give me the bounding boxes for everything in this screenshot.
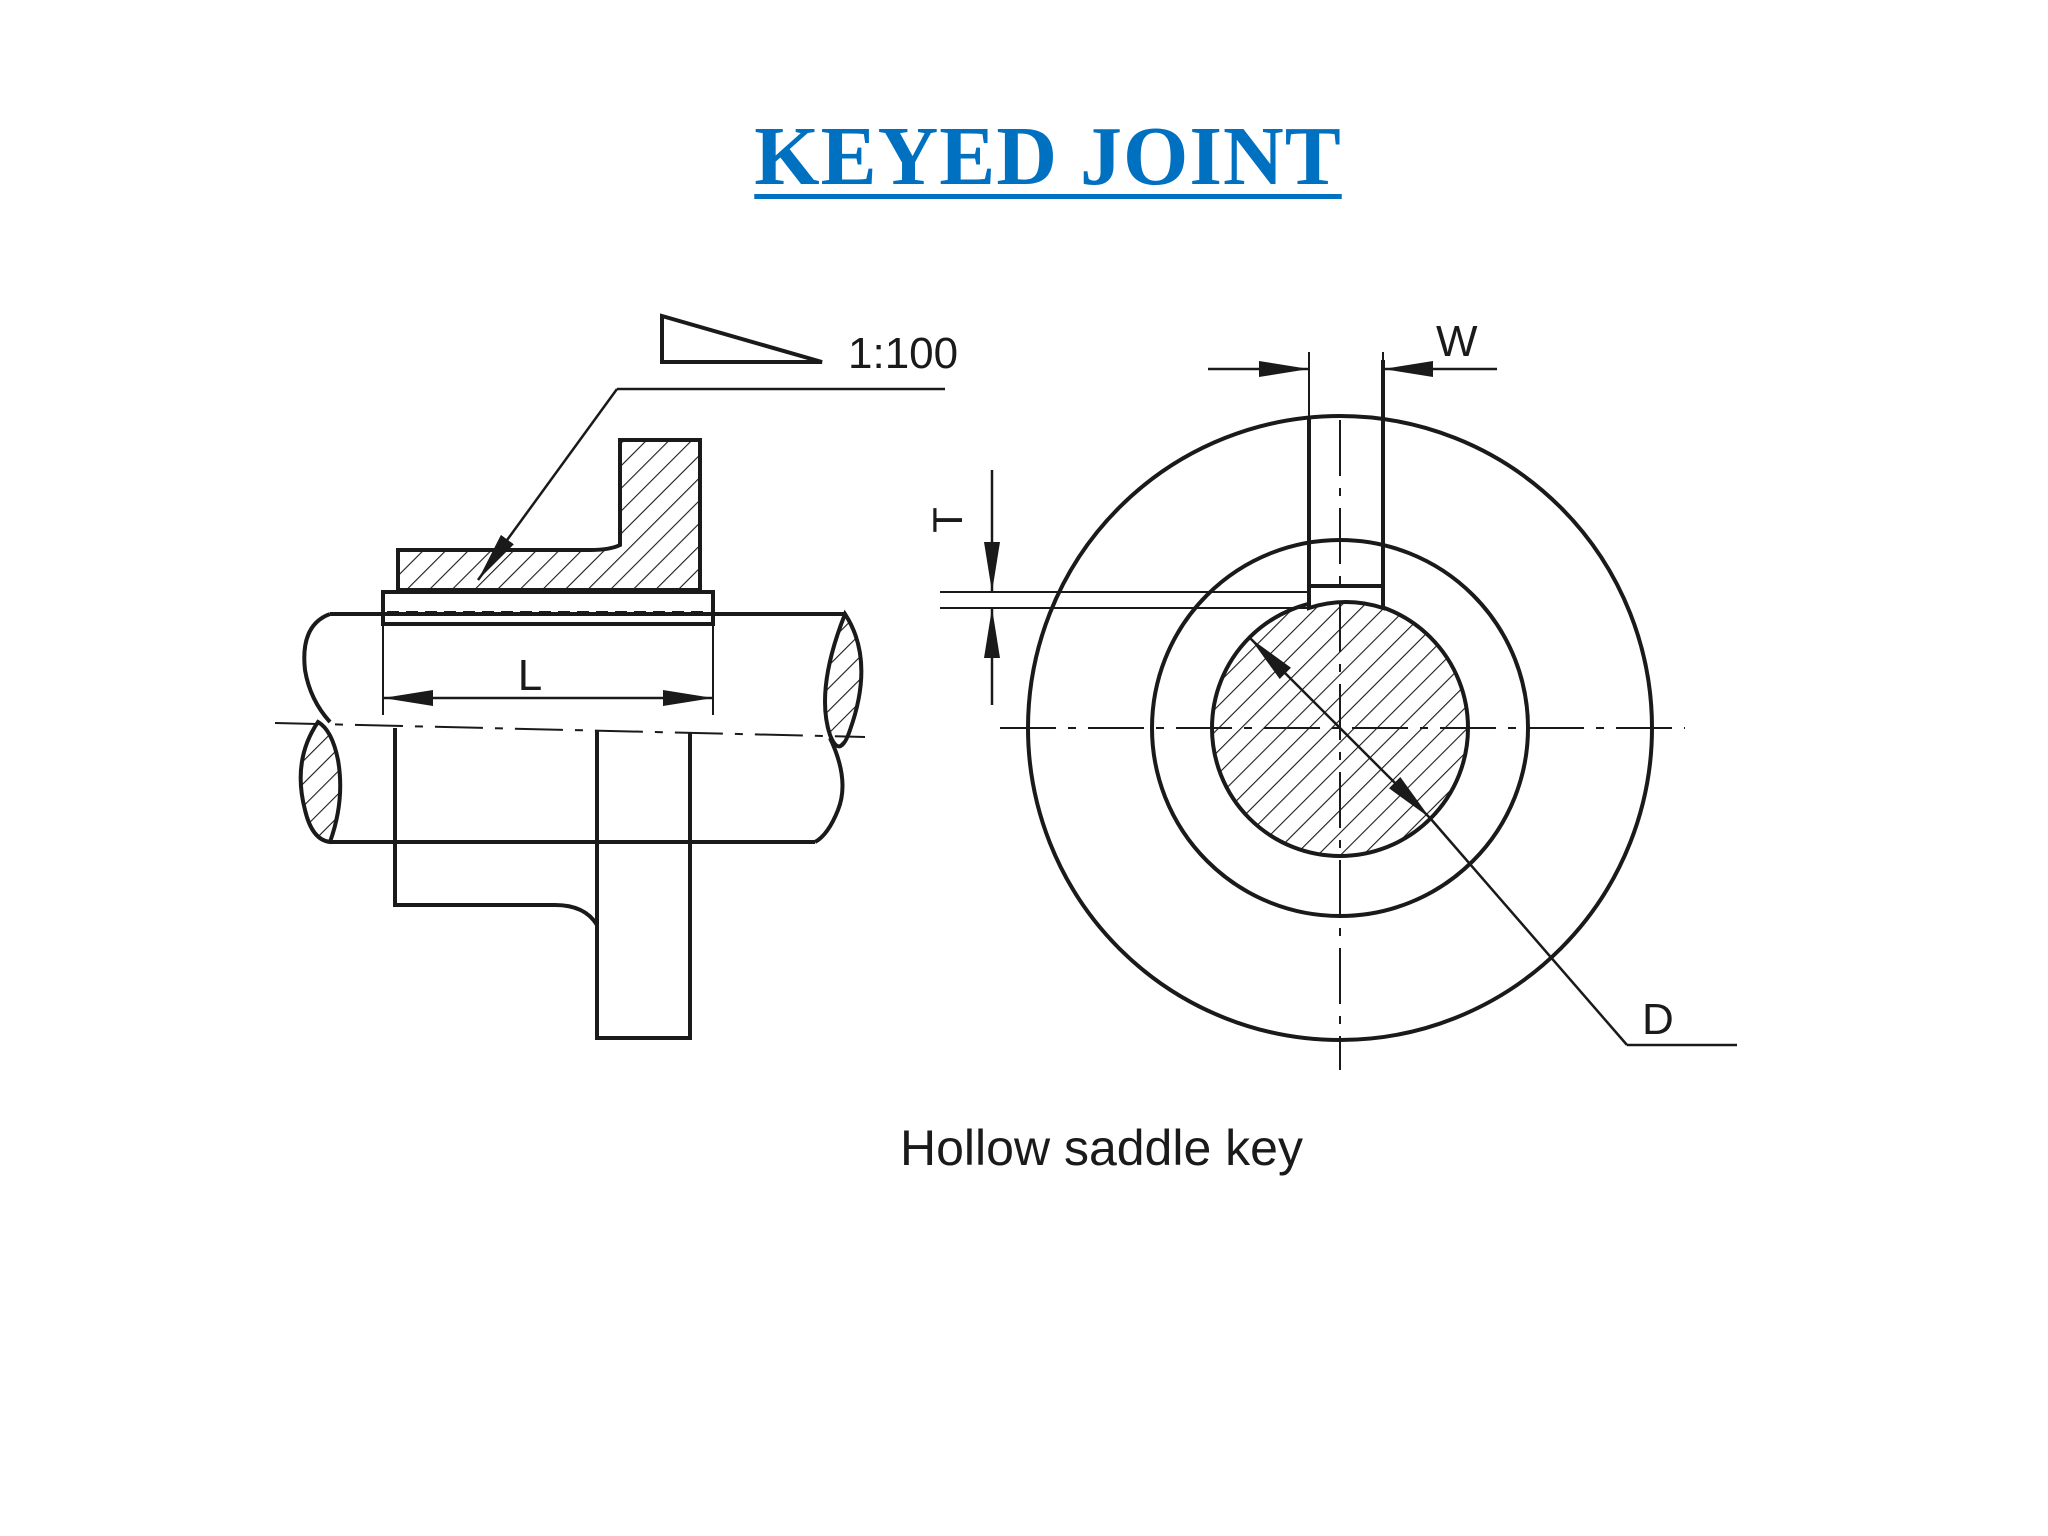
diameter-dimension-line	[1249, 637, 1431, 819]
end-view: W T D	[924, 317, 1737, 1070]
diameter-label: D	[1642, 995, 1674, 1044]
shaft-left-break-top	[302, 612, 332, 724]
saddle-key	[381, 590, 715, 626]
shaft-right-break-section	[823, 609, 864, 749]
hub-flange-section	[396, 438, 702, 592]
hub-lower-outline	[393, 728, 692, 1040]
taper-leader-arrow	[476, 388, 619, 581]
taper-symbol	[660, 313, 823, 364]
page-title: KEYED JOINT	[754, 110, 1342, 203]
figure-caption: Hollow saddle key	[900, 1120, 1303, 1176]
shaft-centre-line	[274, 722, 866, 738]
flange-outer-circle	[1026, 414, 1654, 1042]
shaft-left-break-section	[298, 719, 343, 845]
taper-label: 1:100	[848, 329, 958, 378]
diameter-leader	[1429, 817, 1628, 1046]
thickness-label: T	[924, 507, 971, 533]
hub-circle	[1150, 538, 1530, 918]
side-view: L 1:100	[274, 313, 958, 1040]
length-label: L	[518, 651, 542, 700]
width-label: W	[1436, 317, 1478, 366]
shaft-right-break-bottom	[813, 737, 845, 844]
key-section	[1307, 584, 1385, 611]
